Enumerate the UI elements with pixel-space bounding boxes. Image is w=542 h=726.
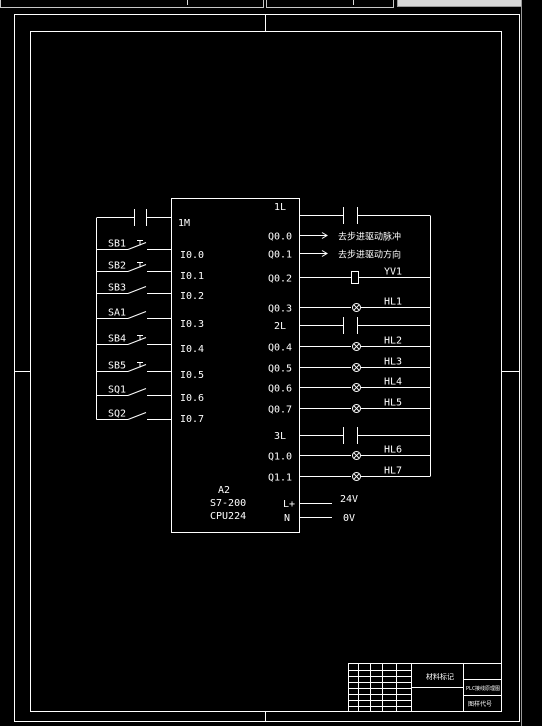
plc-body — [171, 198, 300, 533]
power-wires — [300, 503, 332, 518]
pin-2l: 2L — [274, 321, 286, 332]
output-row-q0-1: Q0.1 去步进驱动方向 — [268, 249, 401, 261]
power-0v-label: 0V — [343, 513, 355, 524]
pin-1l: 1L — [274, 202, 286, 213]
output-device-label: HL1 — [384, 297, 402, 308]
output-row-q0-5: Q0.5 HL3 — [268, 357, 430, 375]
output-row-q0-2: Q0.2 YV1 — [268, 267, 430, 285]
output-device-label: HL5 — [384, 398, 402, 409]
input-device-label: SQ1 — [108, 385, 126, 396]
lamp-symbol — [352, 303, 361, 312]
output-device-label: HL2 — [384, 336, 402, 347]
input-pin-label: I0.3 — [180, 319, 204, 330]
output-pin-label: Q1.1 — [268, 473, 292, 484]
input-pin-label: I0.7 — [180, 414, 204, 425]
vertical-scrollbar[interactable] — [521, 0, 542, 726]
output-pin-label: Q0.2 — [268, 274, 292, 285]
lamp-symbol — [352, 363, 361, 372]
input-pin-label: I0.5 — [180, 370, 204, 381]
title-block — [348, 663, 502, 712]
output-row-q1-0: Q1.0 HL6 — [268, 445, 430, 463]
lamp-symbol — [352, 472, 361, 481]
input-device-label: SB3 — [108, 283, 126, 294]
output-row-q0-3: Q0.3 HL1 — [268, 297, 430, 315]
output-row-q0-7: Q0.7 HL5 — [268, 398, 430, 416]
output-row-q0-0: Q0.0 去步进驱动脉冲 — [268, 231, 401, 243]
input-pin-label: I0.2 — [180, 291, 204, 302]
output-device-label: HL3 — [384, 357, 402, 368]
title-cell-drawing-name: PLC接线原理图 — [466, 685, 500, 692]
input-device-label: SB2 — [108, 261, 126, 272]
output-device-label: YV1 — [384, 267, 402, 278]
input-pin-label: I0.6 — [180, 393, 204, 404]
output-device-label: HL4 — [384, 377, 402, 388]
output-row-q0-6: Q0.6 HL4 — [268, 377, 430, 395]
plc-cpu: CPU224 — [210, 511, 246, 522]
toolbar-dropdown-middle[interactable] — [266, 0, 394, 8]
pin-n: N — [284, 513, 290, 524]
power-24v-label: 24V — [340, 494, 358, 505]
lamp-symbol — [352, 383, 361, 392]
output-device-label: HL7 — [384, 466, 402, 477]
lamp-symbol — [352, 342, 361, 351]
title-cell-material-mark: 材料标记 — [426, 672, 454, 681]
input-device-label: SB4 — [108, 334, 126, 345]
lamp-symbol — [352, 404, 361, 413]
input-row-sq2: SQ2 I0.7 — [96, 409, 204, 425]
toolbar-dropdown-left[interactable] — [0, 0, 264, 8]
output-device-label: 去步进驱动方向 — [338, 249, 401, 261]
sheet-border — [14, 14, 520, 722]
output-pin-label: Q0.1 — [268, 250, 292, 261]
output-device-label: 去步进驱动脉冲 — [338, 231, 401, 243]
output-row-q0-4: Q0.4 HL2 — [268, 336, 430, 354]
title-cell-drawing-code: 图样代号 — [468, 700, 492, 708]
input-pin-label: I0.4 — [180, 344, 204, 355]
output-pin-label: Q0.7 — [268, 405, 292, 416]
input-device-label: SA1 — [108, 308, 126, 319]
plc-common-1m: 1M — [178, 218, 190, 229]
output-pin-label: Q0.6 — [268, 384, 292, 395]
pin-3l: 3L — [274, 431, 286, 442]
plc-designator: A2 — [218, 485, 230, 496]
input-device-label: SB1 — [108, 239, 126, 250]
input-device-label: SQ2 — [108, 409, 126, 420]
input-pin-label: I0.0 — [180, 250, 204, 261]
input-pin-label: I0.1 — [180, 271, 204, 282]
output-pin-label: Q0.0 — [268, 232, 292, 243]
output-row-q1-1: Q1.1 HL7 — [268, 466, 430, 484]
input-rows: SB1I0.0SB2I0.1SB3I0.2SA1I0.3SB4I0.4SB5I0… — [96, 239, 204, 425]
output-pin-label: Q0.4 — [268, 343, 292, 354]
output-pin-label: Q0.5 — [268, 364, 292, 375]
top-toolbar-strip — [0, 0, 542, 9]
output-device-label: HL6 — [384, 445, 402, 456]
input-device-label: SB5 — [108, 361, 126, 372]
pin-l-plus: L+ — [283, 499, 295, 510]
lamp-symbol — [352, 451, 361, 460]
valve-coil-symbol — [351, 271, 359, 284]
plc-model: S7-200 — [210, 498, 246, 509]
outer-frame — [14, 14, 520, 722]
output-pin-label: Q0.3 — [268, 304, 292, 315]
output-pin-label: Q1.0 — [268, 452, 292, 463]
output-common-bus — [300, 207, 431, 477]
